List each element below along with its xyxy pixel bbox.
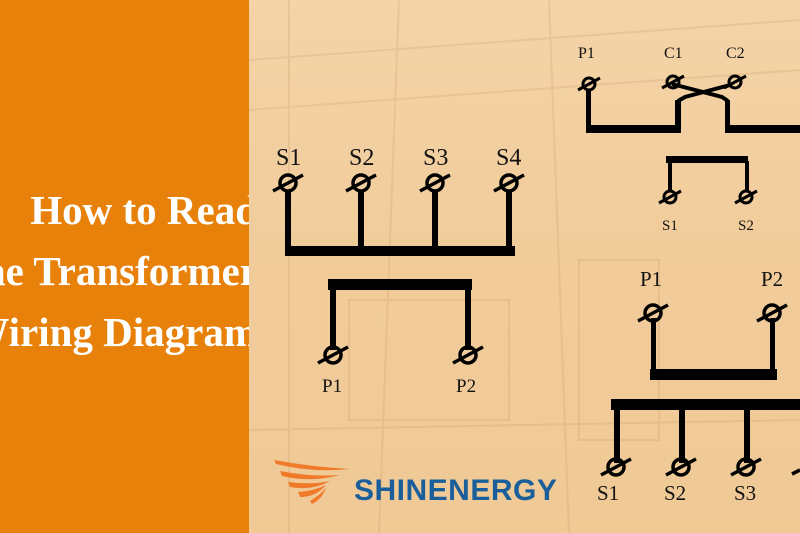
left-label-p1: P1 xyxy=(322,376,342,397)
top-right-label-c1: C1 xyxy=(664,45,683,62)
brand-name: SHINENERGY xyxy=(354,474,558,507)
brand-logo: SHINENERGY xyxy=(272,455,572,515)
bottom-right-label-s2: S2 xyxy=(664,481,686,505)
left-transformer-diagram xyxy=(271,173,526,365)
left-label-s1: S1 xyxy=(276,145,301,171)
bottom-right-transformer-diagram xyxy=(599,303,800,477)
left-label-s2: S2 xyxy=(349,145,374,171)
left-label-p2: P2 xyxy=(456,376,476,397)
background-factory-lines xyxy=(249,0,800,533)
top-right-label-p1: P1 xyxy=(578,45,595,62)
bottom-right-label-s1: S1 xyxy=(597,481,619,505)
page-title: How to Read the Transformer Wiring Diagr… xyxy=(0,180,249,363)
wing-icon xyxy=(274,460,350,504)
bottom-right-label-p2: P2 xyxy=(761,267,783,291)
top-right-label-s2: S2 xyxy=(738,218,754,234)
top-right-transformer-diagram xyxy=(576,74,800,205)
bottom-right-label-s3: S3 xyxy=(734,481,756,505)
title-line-1: How to Read xyxy=(30,187,249,233)
top-right-label-s1: S1 xyxy=(662,218,678,234)
left-label-s4: S4 xyxy=(496,145,521,171)
title-line-2: the Transformer xyxy=(0,248,249,294)
title-panel: How to Read the Transformer Wiring Diagr… xyxy=(0,0,249,533)
bottom-right-label-p1: P1 xyxy=(640,267,662,291)
title-line-3: Wiring Diagram xyxy=(0,309,249,355)
top-right-label-c2: C2 xyxy=(726,45,745,62)
left-label-s3: S3 xyxy=(423,145,448,171)
